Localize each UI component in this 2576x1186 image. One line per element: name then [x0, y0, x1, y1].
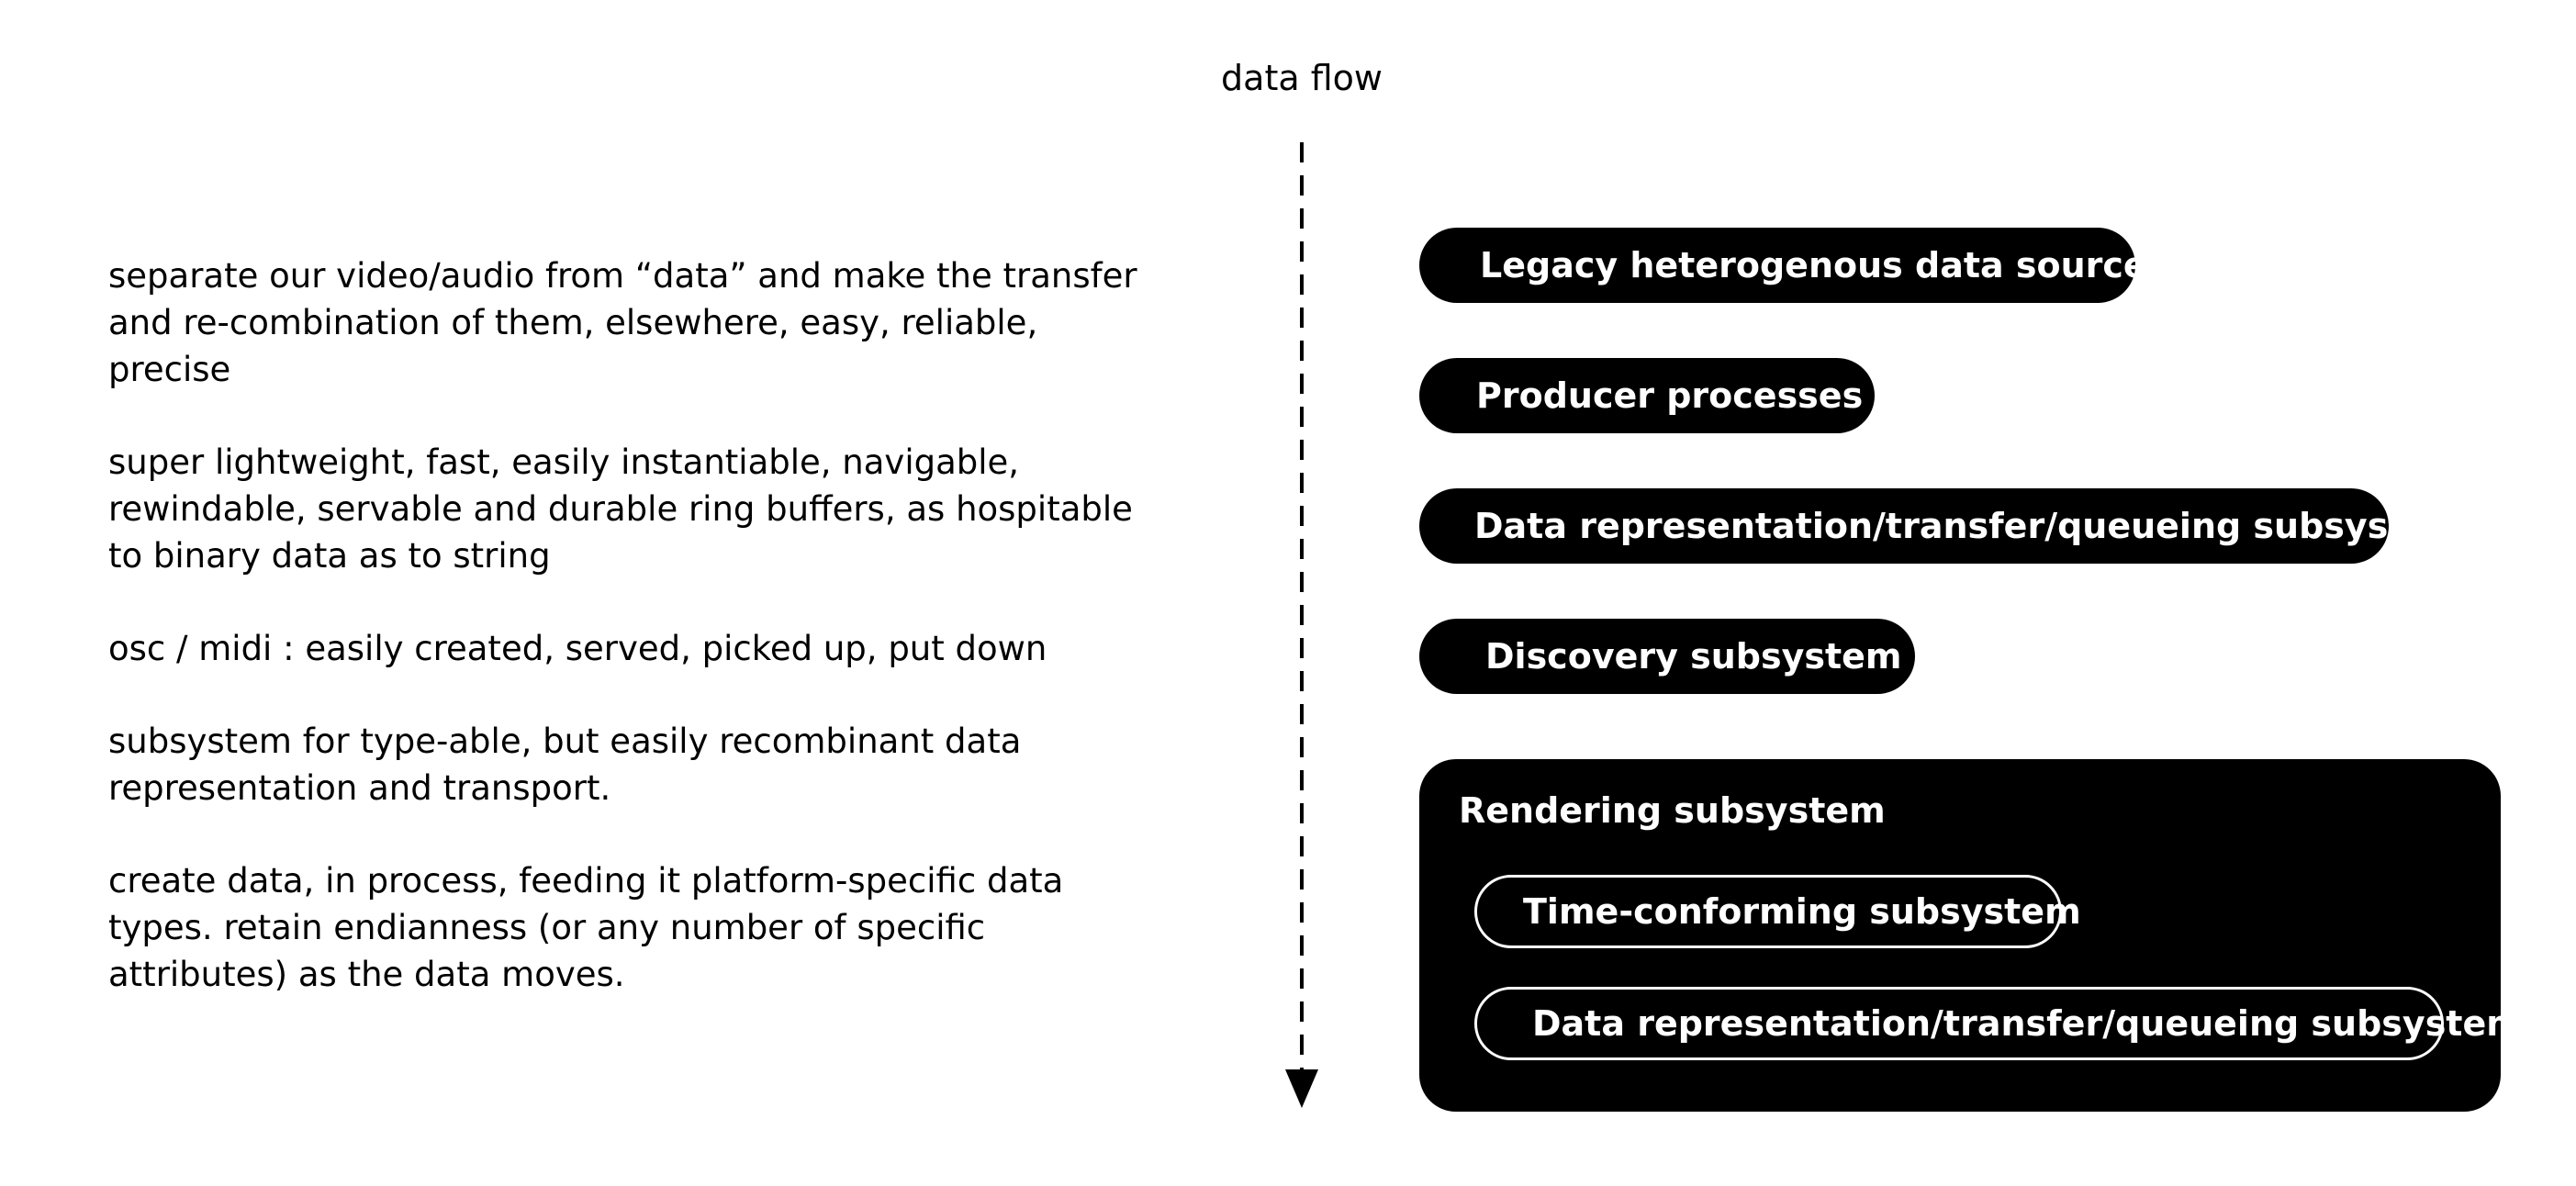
layer-label: Data representation/transfer/queueing su…: [1474, 506, 2465, 546]
layer-label: Legacy heterogenous data sources: [1480, 245, 2168, 285]
note-ring-buffers: super lightweight, fast, easily instanti…: [108, 442, 1133, 576]
component-time-conforming: Time-conforming subsystem: [1474, 875, 2081, 948]
layer-data-representation: Data representation/transfer/queueing su…: [1419, 488, 2465, 564]
layer-label: Discovery subsystem: [1485, 636, 1902, 677]
arrowhead-icon: [1285, 1069, 1318, 1108]
component-label: Time-conforming subsystem: [1523, 891, 2081, 932]
note-osc-midi: osc / midi : easily created, served, pic…: [108, 629, 1047, 668]
note-recombinant-transport: subsystem for type-able, but easily reco…: [108, 722, 1022, 808]
layer-producer-processes: Producer processes: [1419, 358, 1875, 433]
component-label: Data representation/transfer/queueing su…: [1532, 1003, 2523, 1044]
rendering-subsystem-box: Rendering subsystem Time-conforming subs…: [1419, 759, 2523, 1112]
note-endianness: create data, in process, feeding it plat…: [108, 861, 1064, 994]
component-data-representation: Data representation/transfer/queueing su…: [1474, 987, 2523, 1060]
data-flow-label: data flow: [1221, 58, 1383, 98]
data-flow-arrow: [1300, 142, 1304, 1083]
layer-discovery: Discovery subsystem: [1419, 619, 1915, 694]
rendering-subsystem-title: Rendering subsystem: [1459, 790, 1886, 831]
layer-legacy-sources: Legacy heterogenous data sources: [1419, 228, 2167, 303]
note-separation: separate our video/audio from “data” and…: [108, 256, 1137, 389]
layer-label: Producer processes: [1476, 375, 1864, 416]
notes-list: separate our video/audio from “data” and…: [108, 252, 1164, 1044]
